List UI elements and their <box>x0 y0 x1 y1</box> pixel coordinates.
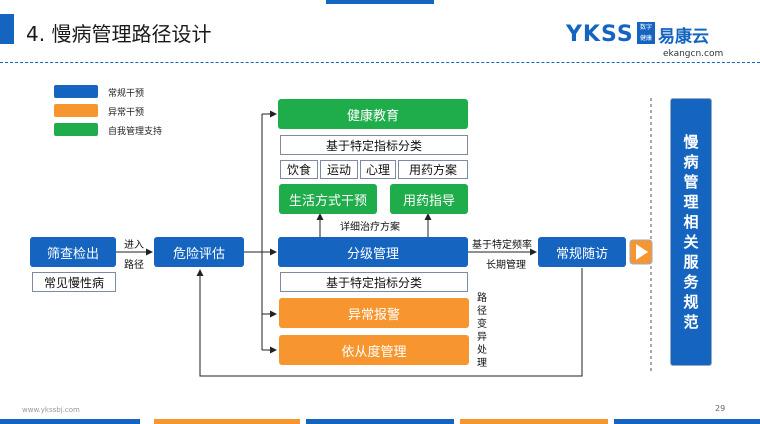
node-medguide: 用药指导 <box>390 184 468 214</box>
footer-url: www.ykssbj.com <box>22 406 80 414</box>
footer-bar <box>0 419 140 424</box>
node-service-standard: 慢病管理相关服务规范 <box>670 98 712 366</box>
label-path: 路径 <box>124 260 144 271</box>
logo-badge: 数字健康 <box>637 22 655 44</box>
footer-bar <box>154 419 300 424</box>
legend-swatch-routine <box>54 85 98 98</box>
node-screening: 筛查检出 <box>30 237 116 267</box>
node-mind: 心理 <box>360 160 396 179</box>
connector-followup-loop <box>196 268 583 377</box>
node-diet: 饮食 <box>280 160 318 179</box>
legend-swatch-self <box>54 123 98 136</box>
label-longterm: 长期管理 <box>486 260 526 271</box>
footer-bar <box>306 419 454 424</box>
header-divider <box>0 62 760 63</box>
logo-url: ekangcn.com <box>663 49 724 59</box>
page-number: 29 <box>715 404 726 413</box>
label-detail-plan: 详细治疗方案 <box>340 222 400 233</box>
label-frequency: 基于特定频率 <box>472 240 532 251</box>
footer-bar <box>460 419 608 424</box>
top-accent-bar <box>326 0 434 4</box>
logo: YKSS 数字健康 易康云 ekangcn.com <box>566 22 726 66</box>
node-compliance: 依从度管理 <box>279 335 469 365</box>
service-arrow <box>629 239 653 265</box>
label-enter: 进入 <box>124 240 144 251</box>
node-sport: 运动 <box>320 160 358 179</box>
legend-swatch-abnormal <box>54 104 98 117</box>
node-classify-bottom: 基于特定指标分类 <box>280 272 468 292</box>
legend-label-abnormal: 异常干预 <box>108 108 145 118</box>
node-risk-assessment: 危险评估 <box>154 237 244 267</box>
node-classify-top: 基于特定指标分类 <box>280 135 468 155</box>
label-path-change: 路径变异处理 <box>477 293 487 369</box>
node-alarm: 异常报警 <box>279 298 469 328</box>
node-medplan: 用药方案 <box>398 160 468 179</box>
legend-label-self: 自我管理支持 <box>108 127 163 137</box>
top-accent-bar <box>0 14 14 44</box>
legend-label-routine: 常规干预 <box>108 89 145 99</box>
logo-brand: 易康云 <box>658 27 709 47</box>
node-grading: 分级管理 <box>278 237 468 267</box>
node-chronic-disease: 常见慢性病 <box>32 272 116 292</box>
footer-bar <box>614 419 760 424</box>
service-standard-text: 慢病管理相关服务规范 <box>683 133 699 331</box>
page-title: 4. 慢病管理路径设计 <box>26 22 212 46</box>
node-followup: 常规随访 <box>538 237 626 267</box>
node-lifestyle: 生活方式干预 <box>279 184 377 214</box>
node-health-education: 健康教育 <box>278 99 468 129</box>
logo-ykss: YKSS <box>566 22 634 47</box>
